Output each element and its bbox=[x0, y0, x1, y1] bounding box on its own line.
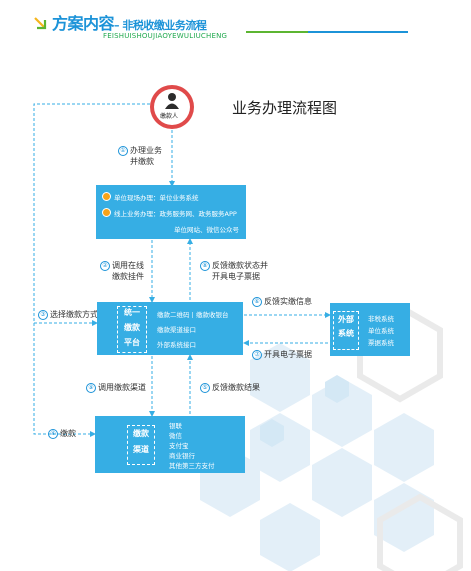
header-title: 方案内容– 非税收缴业务流程 bbox=[52, 14, 207, 33]
external-item: 票据系统 bbox=[368, 339, 394, 347]
header-divider bbox=[308, 31, 408, 33]
platform-item: 缴款渠道接口 bbox=[157, 326, 196, 334]
platform-item: 外部系统接口 bbox=[157, 341, 196, 349]
external-system-label: 外部 系统 bbox=[333, 311, 359, 350]
online-handling-text: 线上业务办理：政务服务网、政务服务APP bbox=[114, 210, 237, 218]
unified-platform-label: 统一 缴款 平台 bbox=[117, 306, 147, 353]
channel-item: 支付宝 bbox=[169, 442, 189, 450]
business-handling-box: 单位现场办理：单位业务系统 线上业务办理：政务服务网、政务服务APP 单位网站、… bbox=[96, 185, 246, 239]
payment-channel-label: 缴款 渠道 bbox=[127, 425, 155, 465]
header-pinyin: FEISHUISHOUJIAOYEWULIUCHENG bbox=[103, 32, 228, 40]
arrow-down-right-icon bbox=[34, 17, 47, 30]
payer-node: 缴款人 bbox=[150, 85, 194, 129]
header-divider bbox=[246, 31, 308, 33]
channel-item: 其他第三方支付 bbox=[169, 462, 215, 470]
onsite-handling-text: 单位现场办理：单位业务系统 bbox=[114, 194, 199, 202]
payment-channel-box: 缴款 渠道 银联 微信 支付宝 商业银行 其他第三方支付 bbox=[95, 416, 245, 473]
payment-platform-box: 统一 缴款 平台 缴款二维码丨缴款收银台 缴款渠道接口 外部系统接口 bbox=[97, 302, 243, 355]
payer-label: 缴款人 bbox=[160, 113, 179, 120]
bullet-icon bbox=[102, 208, 111, 217]
channel-item: 商业银行 bbox=[169, 452, 195, 460]
channel-item: 银联 bbox=[169, 422, 182, 430]
bullet-icon bbox=[102, 192, 111, 201]
online-handling-text-2: 单位网站、微信公众号 bbox=[174, 226, 239, 234]
external-item: 非税系统 bbox=[368, 315, 394, 323]
external-system-box: 外部 系统 非税系统 单位系统 票据系统 bbox=[330, 303, 410, 356]
external-item: 单位系统 bbox=[368, 327, 394, 335]
channel-item: 微信 bbox=[169, 432, 182, 440]
person-icon bbox=[165, 93, 179, 109]
platform-item: 缴款二维码丨缴款收银台 bbox=[157, 311, 229, 319]
diagram-title: 业务办理流程图 bbox=[232, 99, 338, 117]
